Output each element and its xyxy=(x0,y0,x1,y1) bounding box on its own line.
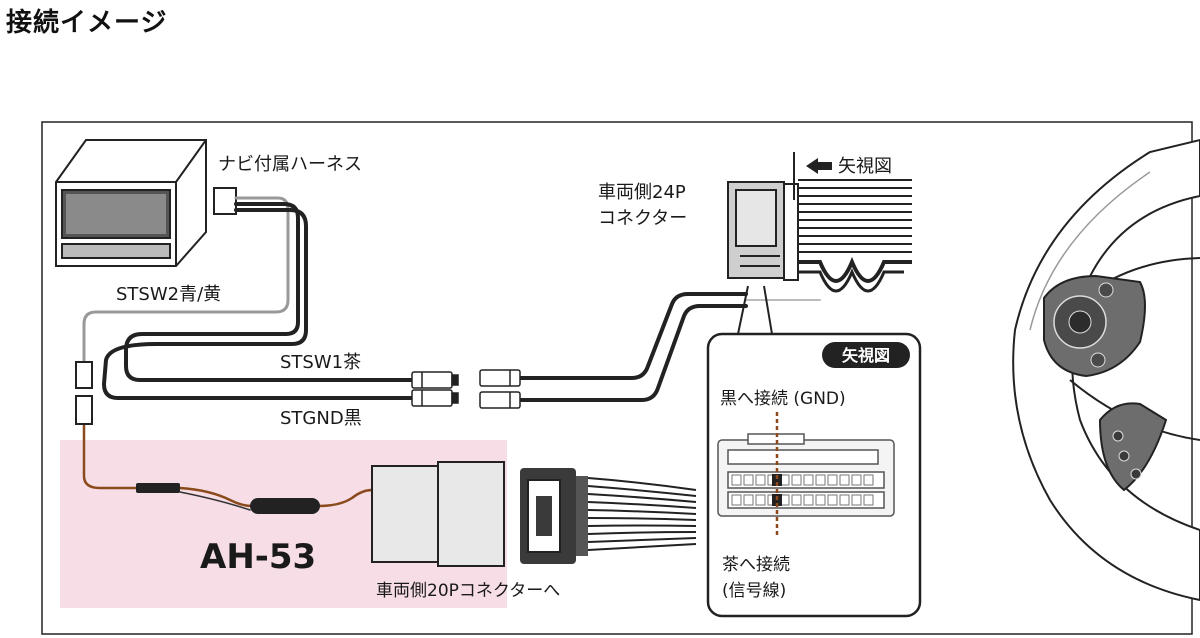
inline-fuse xyxy=(136,483,180,493)
brown-connect-label: 茶へ接続 xyxy=(722,555,790,575)
vehicle-20p-plug xyxy=(520,468,588,564)
stsw1-label: STSW1茶 xyxy=(280,352,361,373)
vehicle-24p-wire-bundle xyxy=(798,179,912,293)
diagram-frame xyxy=(41,121,1193,635)
view-badge xyxy=(822,342,910,368)
navi-harness-label: ナビ付属ハーネス xyxy=(218,154,362,175)
navi-harness-connector xyxy=(213,187,237,215)
stsw1-wire-right xyxy=(518,292,748,380)
connector20p-label: 車両側20Pコネクターへ xyxy=(376,581,560,601)
brown-wire xyxy=(82,418,138,490)
inline-module xyxy=(250,498,320,514)
connector24p-label-line1: 車両側24P xyxy=(598,182,686,203)
stgnd-spade-right xyxy=(479,391,521,409)
stgnd-wire xyxy=(102,208,414,400)
ah53-20p-connector xyxy=(371,461,505,567)
view-arrow-icon xyxy=(806,158,832,174)
stsw2-bullet-connector-top xyxy=(75,361,93,389)
dark-wire xyxy=(179,491,251,511)
brown-wire-3 xyxy=(316,488,374,508)
view-badge-label: 矢視図 xyxy=(842,346,890,365)
page-title: 接続イメージ xyxy=(6,8,168,38)
vehicle-24p-connector xyxy=(727,181,799,281)
brown-wire-2 xyxy=(178,486,254,508)
stgnd-label: STGND黒 xyxy=(280,408,362,429)
view-arrow-label: 矢視図 xyxy=(838,156,892,177)
stgnd-spade-left xyxy=(411,389,459,407)
signal-line-label: (信号線) xyxy=(722,581,786,601)
view-callout xyxy=(737,285,773,335)
black-connect-label: 黒へ接続 (GND) xyxy=(720,389,846,409)
stsw2-wire xyxy=(82,196,290,372)
product-label: AH-53 xyxy=(200,537,316,577)
stsw1-spade-left xyxy=(411,371,459,389)
stsw2-label: STSW2青/黄 xyxy=(116,284,221,305)
steering-wheel-icon xyxy=(1012,138,1200,602)
navi-unit-icon xyxy=(55,139,207,267)
stsw2-bullet-connector-bottom xyxy=(75,395,93,425)
stgnd-wire-right xyxy=(518,304,748,402)
stsw1-spade-right xyxy=(479,369,521,387)
gnd-pin xyxy=(772,474,782,486)
connector24p-label-line2: コネクター xyxy=(598,208,687,229)
vehicle-20p-wire-bundle xyxy=(587,477,697,551)
